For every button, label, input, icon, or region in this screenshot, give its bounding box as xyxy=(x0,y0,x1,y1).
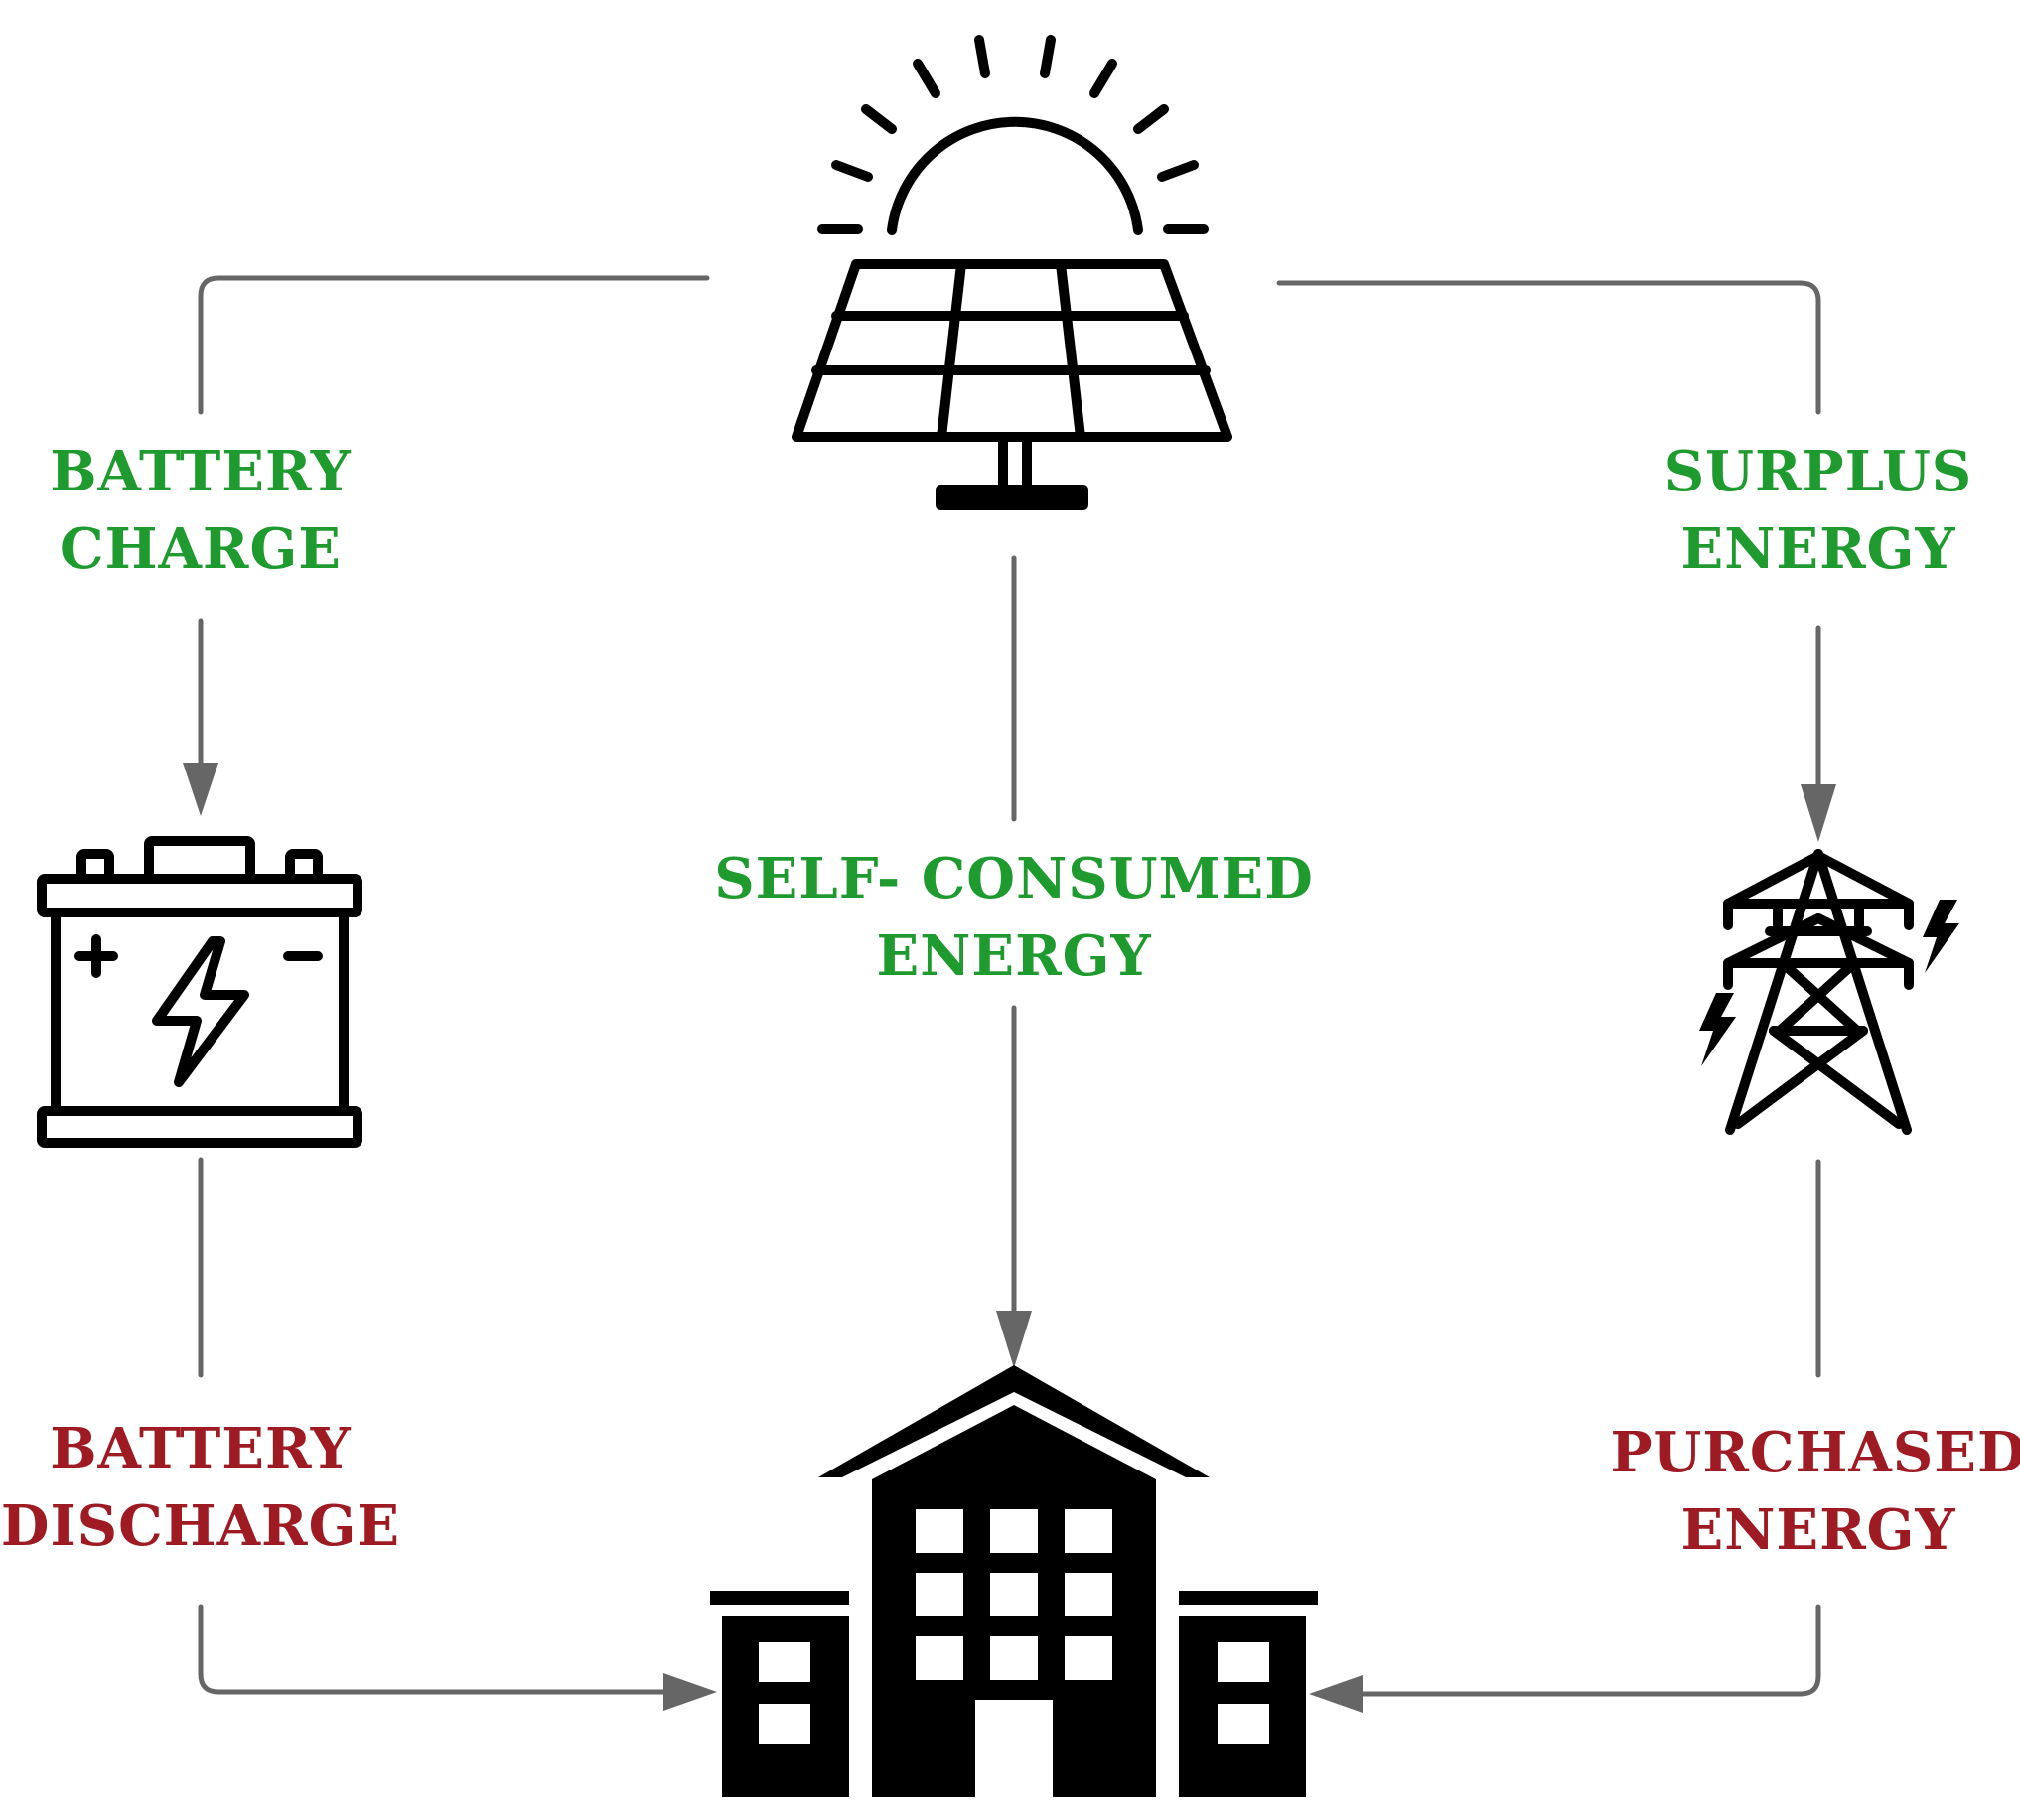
label-surplus-energy-line1: SURPLUS xyxy=(1664,439,1973,504)
label-self-consumed-energy: SELF- CONSUMED ENERGY xyxy=(714,846,1314,989)
power-tower-icon xyxy=(1699,849,1959,1135)
label-battery-charge-line1: BATTERY xyxy=(50,439,352,504)
arrowhead-surplus xyxy=(1801,784,1836,842)
label-battery-discharge: BATTERY DISCHARGE xyxy=(1,1416,400,1559)
label-battery-discharge-line2: DISCHARGE xyxy=(1,1493,400,1559)
connector-surplus-top xyxy=(1276,280,1821,415)
label-purchased-energy-line1: PURCHASED xyxy=(1610,1420,2020,1485)
battery-icon xyxy=(37,836,362,1148)
connector-battery-charge-top xyxy=(198,275,710,415)
label-purchased-energy: PURCHASED ENERGY xyxy=(1610,1420,2020,1563)
label-purchased-energy-line2: ENERGY xyxy=(1681,1497,1956,1563)
arrowhead-self-consumed xyxy=(996,1311,1032,1368)
label-self-consumed-line1: SELF- CONSUMED xyxy=(714,846,1314,911)
connector-battery-discharge-bottom xyxy=(198,1604,678,1695)
label-surplus-energy: SURPLUS ENERGY xyxy=(1664,439,1973,582)
building-icon xyxy=(710,1365,1318,1797)
connector-purchased-bottom xyxy=(1353,1604,1821,1697)
solar-panel-icon xyxy=(792,35,1232,510)
arrowhead-battery-charge xyxy=(183,763,218,816)
label-surplus-energy-line2: ENERGY xyxy=(1681,516,1956,582)
label-battery-discharge-line1: BATTERY xyxy=(50,1416,352,1481)
label-battery-charge-line2: CHARGE xyxy=(60,516,342,582)
arrowhead-battery-discharge xyxy=(663,1673,717,1711)
arrowhead-purchased xyxy=(1309,1675,1363,1713)
label-self-consumed-line2: ENERGY xyxy=(877,923,1152,989)
label-battery-charge: BATTERY CHARGE xyxy=(50,439,352,582)
